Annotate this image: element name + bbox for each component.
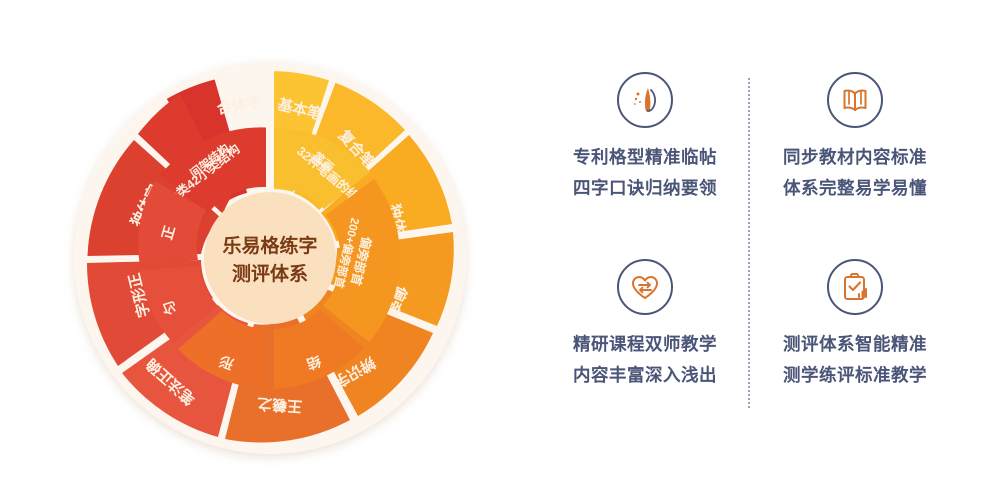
inner-seg-xing-label: 形 (217, 353, 236, 373)
assessment-wheel: 合体字 基本笔画 复合笔画 独体 偏旁 辨识字 王羲之 (40, 48, 500, 468)
inner-seg-yun[interactable] (140, 266, 218, 343)
feature-patent-grid-line2: 四字口诀归纳要领 (573, 177, 717, 198)
center-circle (204, 192, 336, 324)
feature-sync-textbook[interactable]: 同步教材内容标准 体系完整易学易懂 (750, 72, 960, 245)
feature-smart-assessment[interactable]: 测评体系智能精准 测学练评标准教学 (750, 259, 960, 432)
feature-dual-teacher-line2: 内容丰富深入浅出 (573, 364, 717, 385)
wheel-svg: 合体字 基本笔画 复合笔画 独体 偏旁 辨识字 王羲之 (74, 62, 466, 454)
inner-seg-jianjia-jiegou[interactable] (160, 127, 266, 213)
book-icon (827, 72, 883, 128)
outer-seg-bianshi-zi[interactable] (302, 289, 433, 416)
clipboard-check-icon (827, 259, 883, 315)
inner-seg-bihua[interactable] (274, 127, 370, 210)
inner-seg-yun-label: 匀 (159, 298, 179, 317)
feature-patent-grid-line1: 专利格型精准临帖 (573, 147, 717, 167)
vertical-dotted-divider (748, 78, 750, 408)
inner-seg-xing[interactable] (178, 311, 266, 389)
heart-exchange-icon (617, 259, 673, 315)
center-title-line1: 乐易格练字 (222, 234, 317, 257)
feature-dual-teacher-line1: 精研课程双师教学 (573, 334, 717, 354)
center-title-line2: 测评体系 (232, 262, 308, 285)
inner-seg-zheng-label: 正 (159, 224, 178, 242)
feature-dual-teacher[interactable]: 精研课程双师教学 内容丰富深入浅出 (540, 259, 750, 432)
feature-smart-assessment-line2: 测学练评标准教学 (783, 364, 927, 385)
feature-grid: 专利格型精准临帖 四字口诀归纳要领 同步教材内容标准 体系完整易学易懂 (540, 72, 960, 432)
inner-seg-pianpang-bushou[interactable] (323, 179, 401, 342)
feature-patent-grid[interactable]: 专利格型精准临帖 四字口诀归纳要领 (540, 72, 750, 245)
outer-seg-wang-xizhi-label: 王羲之 (257, 394, 303, 415)
feature-sync-textbook-line1: 同步教材内容标准 (783, 147, 927, 167)
feature-sync-textbook-line2: 体系完整易学易懂 (783, 177, 927, 198)
inner-seg-jie-label: 结 (304, 353, 323, 373)
brush-icon (617, 72, 673, 128)
feature-smart-assessment-line1: 测评体系智能精准 (783, 334, 927, 354)
inner-seg-jie[interactable] (274, 310, 364, 389)
inner-seg-zheng[interactable] (138, 181, 206, 263)
